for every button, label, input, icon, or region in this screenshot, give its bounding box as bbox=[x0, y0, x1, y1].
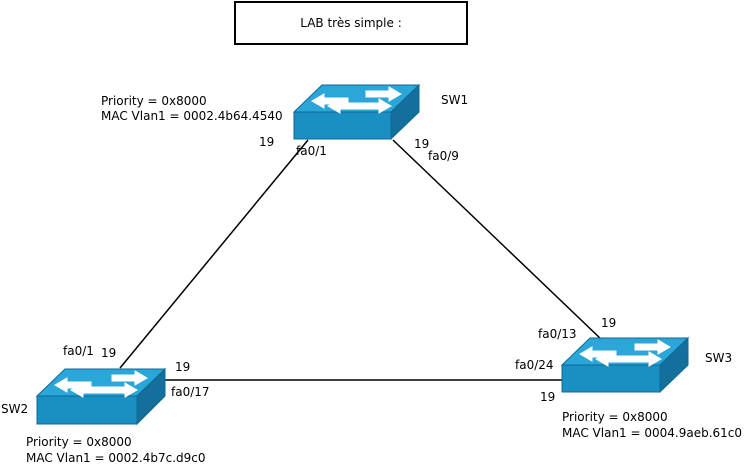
sw1-mac-label: MAC Vlan1 = 0002.4b64.4540 bbox=[101, 109, 283, 123]
sw2-port-fa0-17-cost: 19 bbox=[175, 360, 191, 374]
sw1-name-label: SW1 bbox=[441, 93, 469, 107]
sw1-port-fa0-9-cost: 19 bbox=[414, 137, 430, 151]
diagram-title: LAB très simple : bbox=[300, 16, 402, 30]
sw1-port-fa0-1: fa0/1 bbox=[296, 144, 327, 158]
sw3-mac-label: MAC Vlan1 = 0004.9aeb.61c0 bbox=[562, 426, 743, 440]
sw1-priority-label: Priority = 0x8000 bbox=[101, 94, 207, 108]
sw1-port-fa0-9: fa0/9 bbox=[428, 149, 459, 163]
sw3-name-label: SW3 bbox=[705, 351, 733, 365]
sw3-priority-label: Priority = 0x8000 bbox=[562, 410, 668, 424]
sw2-port-fa0-17: fa0/17 bbox=[171, 385, 210, 399]
sw2-port-fa0-1: fa0/1 bbox=[63, 344, 94, 358]
sw3-port-fa0-13-cost: 19 bbox=[601, 316, 617, 330]
sw2-name-label: SW2 bbox=[1, 402, 29, 416]
link-sw1-sw3 bbox=[392, 139, 603, 341]
sw3-port-fa0-24-cost: 19 bbox=[540, 390, 556, 404]
sw3-port-fa0-13: fa0/13 bbox=[538, 327, 577, 341]
sw3-network-switch-icon[interactable] bbox=[560, 336, 690, 394]
sw2-priority-label: Priority = 0x8000 bbox=[26, 435, 132, 449]
sw2-port-fa0-1-cost: 19 bbox=[101, 346, 117, 360]
sw1-network-switch-icon[interactable] bbox=[292, 83, 421, 141]
link-sw1-sw2 bbox=[119, 139, 309, 369]
sw2-mac-label: MAC Vlan1 = 0002.4b7c.d9c0 bbox=[26, 451, 206, 465]
title-box: LAB très simple : bbox=[234, 1, 468, 45]
sw3-port-fa0-24: fa0/24 bbox=[515, 358, 554, 372]
sw1-port-fa0-1-cost: 19 bbox=[259, 135, 275, 149]
sw2-network-switch-icon[interactable] bbox=[35, 367, 167, 426]
